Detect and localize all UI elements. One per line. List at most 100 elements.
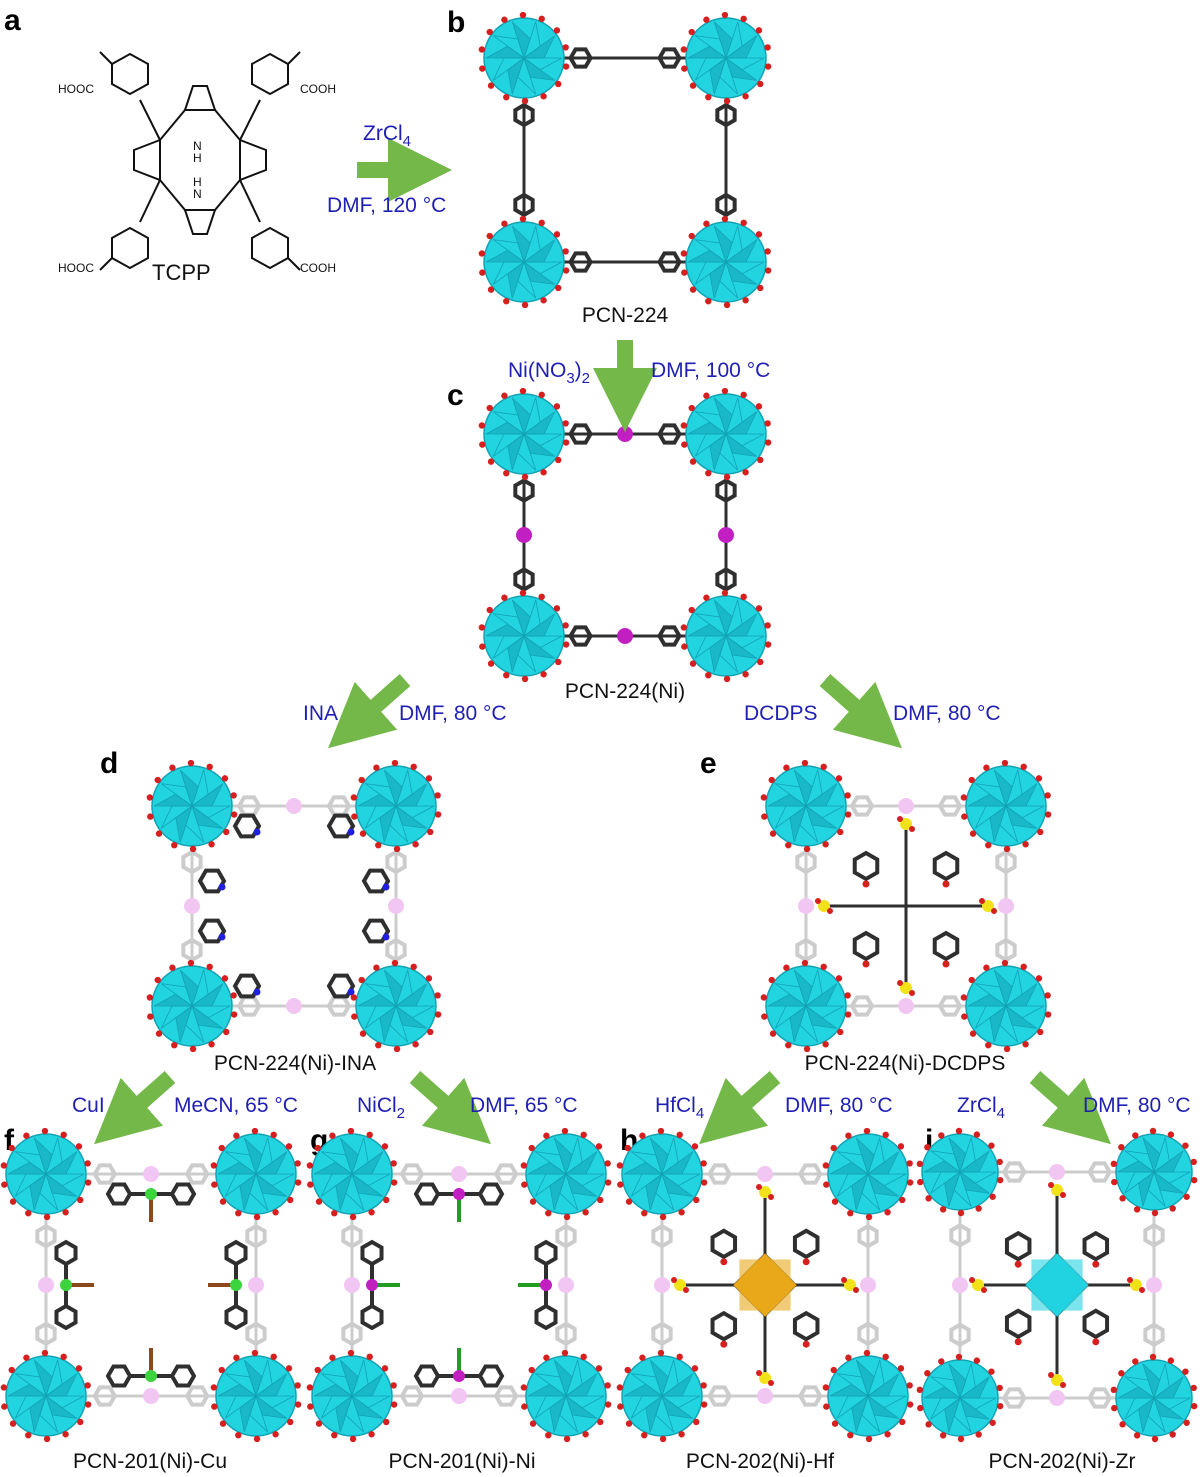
framework-pcn-224-ni-ina (146, 759, 442, 1053)
oxygen-atom (561, 1349, 569, 1357)
oxygen-atom (1139, 1287, 1145, 1293)
oxygen-atom (968, 976, 975, 984)
oxygen-atom (657, 1349, 665, 1357)
framework-pcn-202-ni-zr (916, 1127, 1198, 1443)
nickel-atom (143, 1388, 159, 1404)
oxygen-atom (979, 898, 985, 904)
cluster-facet (522, 35, 556, 59)
metal-node (453, 1188, 465, 1200)
oxygen-atom (845, 1354, 852, 1361)
cluster-facet (44, 1373, 78, 1397)
oxygen-atom (671, 1277, 677, 1283)
oxygen-atom (700, 1401, 708, 1408)
oxygen-atom (555, 284, 562, 292)
oxygen-atom (938, 1132, 945, 1139)
oxygen-atom (691, 1365, 699, 1372)
oxygen-atom (410, 763, 417, 771)
oxygen-atom (689, 458, 697, 465)
oxygen-atom (553, 27, 561, 34)
framework-pcn-201-ni-ni (306, 1127, 612, 1443)
oxygen-atom (582, 1431, 589, 1438)
sulfur-atom (972, 1279, 984, 1291)
oxygen-atom (390, 1401, 398, 1408)
oxygen-atom (625, 1198, 633, 1205)
oxygen-atom (1169, 1431, 1176, 1438)
metal-cluster (350, 959, 442, 1053)
metal-cluster (680, 387, 772, 481)
oxygen-atom (219, 1420, 227, 1427)
oxygen-atom (540, 93, 547, 100)
oxygen-atom (306, 1162, 314, 1169)
oxygen-atom (373, 764, 380, 771)
oxygen-atom (693, 1196, 700, 1204)
oxygen-atom (989, 1419, 996, 1426)
oxygen-atom (899, 1418, 906, 1426)
metal-cluster (1110, 1127, 1198, 1217)
phenyl-ring (932, 930, 960, 962)
nitrogen-atom (253, 988, 261, 996)
oxygen-atom (764, 248, 771, 255)
oxygen-atom (351, 813, 358, 820)
oxygen-atom (862, 960, 870, 968)
oxygen-atom (823, 1181, 830, 1188)
oxygen-atom (681, 441, 688, 448)
oxygen-atom (294, 1160, 301, 1167)
oxygen-atom (882, 1353, 889, 1361)
oxygen-atom (230, 792, 237, 799)
oxygen-atom (210, 1384, 218, 1391)
phenyl-ring (326, 813, 356, 839)
oxygen-atom (349, 1435, 357, 1443)
oxygen-atom (916, 1386, 924, 1394)
oxygen-atom (62, 1431, 69, 1438)
cluster-facet (724, 613, 758, 637)
cluster-facet (522, 613, 556, 637)
phenyl-ring (105, 1364, 133, 1388)
oxygen-atom (147, 1013, 154, 1020)
oxygen-atom (351, 1013, 358, 1020)
oxygen-atom (973, 1131, 981, 1138)
phenyl-ring (555, 1223, 577, 1249)
nickel-atom (286, 798, 302, 814)
oxygen-atom (562, 248, 569, 255)
phenyl-ring (568, 625, 593, 647)
oxygen-atom (823, 1403, 830, 1410)
panel-label-f: f (4, 1124, 15, 1157)
oxygen-atom (939, 1432, 947, 1439)
phenyl-ring (341, 1321, 363, 1347)
oxygen-atom (755, 403, 763, 410)
phenyl-ring (232, 973, 262, 999)
cluster-facet (804, 983, 838, 1007)
oxygen-atom (147, 813, 154, 820)
nickel-atom (617, 628, 633, 644)
oxygen-atom (989, 1193, 996, 1200)
phenyl-ring (326, 973, 356, 999)
oxygen-atom (740, 593, 747, 601)
oxygen-atom (703, 392, 710, 399)
oxygen-atom (479, 65, 486, 72)
oxygen-atom (822, 1041, 829, 1048)
oxygen-atom (77, 1418, 84, 1426)
phenyl-ring (849, 995, 875, 1017)
phenyl-ring (360, 1239, 384, 1267)
oxygen-atom (393, 845, 401, 853)
phenyl-ring (795, 849, 817, 875)
oxygen-atom (1111, 1404, 1118, 1412)
phenyl-ring (707, 1385, 732, 1407)
oxygen-atom (218, 1144, 225, 1152)
oxygen-atom (595, 1143, 603, 1150)
oxygen-atom (253, 1435, 261, 1443)
structure-name-b: PCN-224 (582, 304, 669, 327)
oxygen-atom (84, 1382, 91, 1389)
oxygen-atom (553, 605, 561, 612)
oxygen-atom (1022, 1041, 1029, 1048)
nickel-atom (38, 1277, 54, 1293)
oxygen-atom (315, 1420, 323, 1427)
oxygen-atom (1044, 792, 1051, 799)
oxygen-atom (757, 80, 764, 88)
atom-h-1: H (193, 151, 202, 165)
phenyl-ring (1082, 1230, 1110, 1262)
nitrogen-atom (382, 933, 390, 941)
oxygen-atom (412, 1041, 419, 1048)
oxygen-atom (844, 992, 851, 999)
oxygen-atom (1, 1403, 8, 1410)
